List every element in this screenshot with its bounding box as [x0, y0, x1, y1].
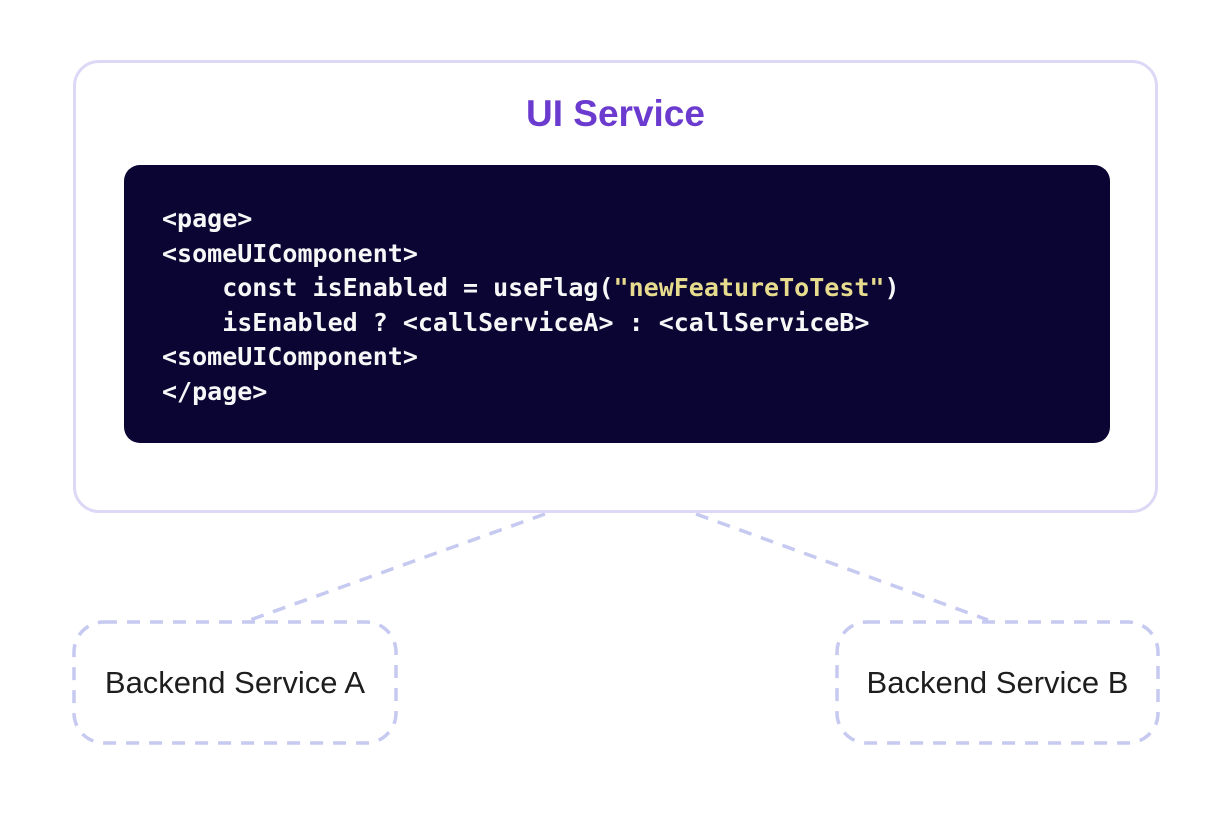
- code-line: <someUIComponent>: [162, 238, 418, 268]
- backend-service-a-label: Backend Service A: [104, 664, 366, 700]
- connector-line-to-service-a: [249, 512, 546, 622]
- ui-service-title: UI Service: [526, 93, 705, 134]
- ui-service-box: UI Service <page> <someUIComponent> const…: [73, 60, 1158, 513]
- code-line: <someUIComponent>: [162, 342, 418, 372]
- code-line: isEnabled ? <callServiceA> : <callServic…: [162, 307, 870, 337]
- backend-service-b-box: [835, 620, 1160, 745]
- code-line: <page>: [162, 204, 253, 233]
- backend-service-a-box: [72, 620, 398, 745]
- code-lines: <page> <someUIComponent> const isEnabled …: [162, 202, 1080, 410]
- code-line: </page>: [162, 376, 268, 406]
- code-line: const isEnabled = useFlag("newFeatureToT…: [162, 273, 900, 303]
- code-block: <page> <someUIComponent> const isEnabled …: [124, 165, 1110, 443]
- connector-line-to-service-b: [695, 512, 989, 622]
- backend-service-b-label: Backend Service B: [866, 664, 1129, 700]
